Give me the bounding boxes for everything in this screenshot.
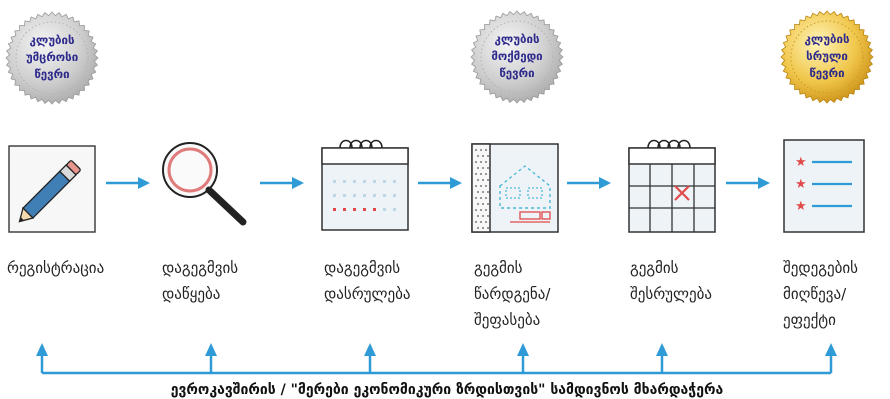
badge-text-line: სრული: [806, 49, 848, 63]
badge-full-member: კლუბის სრული წევრი: [780, 10, 874, 104]
calendar-icon: [321, 139, 409, 231]
badge-text-line: წევრი: [809, 66, 844, 80]
arrow-head: [450, 177, 462, 189]
seal-shape: [5, 11, 99, 105]
step-label-line: გეგმის: [630, 259, 679, 277]
badge-text-line: კლუბის: [29, 33, 74, 47]
support-line: [36, 343, 837, 375]
svg-text:★: ★: [795, 199, 807, 214]
seal-shape: [780, 10, 874, 104]
step-label-line: შესრულება: [630, 285, 712, 303]
arrow-head: [599, 177, 611, 189]
badge-text-line: წევრი: [499, 66, 534, 80]
badge-text-line: უმცროსი: [26, 50, 78, 64]
flow-arrows: [106, 177, 770, 189]
footer-caption: ევროკავშირის / "მერები ეკონომიკური ზრდის…: [171, 382, 724, 398]
badge-text-line: წევრი: [34, 67, 69, 81]
step-label-line: წარდგენა/: [474, 285, 551, 303]
svg-text:★: ★: [795, 155, 807, 170]
badge-text-line: კლუბის: [494, 32, 539, 46]
step-label-line: გეგმის: [474, 259, 523, 277]
step-label-line: მიღწევა/: [783, 285, 847, 303]
step-labels: რეგისტრაცია დაგეგმვის დაწყება დაგეგმვის დასრ…: [7, 259, 858, 329]
step-label-line: შედეგების: [783, 259, 858, 277]
badge-text-line: კლუბის: [804, 32, 849, 46]
seal-shape: [470, 10, 564, 104]
arrow-head: [292, 177, 304, 189]
badge-junior-member: კლუბის უმცროსი წევრი: [5, 11, 99, 105]
pencil-icon: [8, 145, 96, 233]
badge-text-line: მოქმედი: [491, 49, 542, 63]
step-label-line: დასრულება: [324, 285, 410, 303]
step-label-line: ეფექტი: [783, 311, 836, 329]
calendar-grid-icon: [628, 139, 716, 233]
step-label-line: დაწყება: [162, 285, 220, 303]
step-label-line: დაგეგმვის: [324, 259, 400, 277]
arrow-head: [758, 177, 770, 189]
svg-text:★: ★: [795, 177, 807, 192]
blueprint-icon: [471, 143, 559, 233]
step-label-line: რეგისტრაცია: [7, 259, 104, 277]
magnifier-icon: [162, 142, 247, 226]
checklist-icon: ★ ★ ★: [783, 139, 865, 233]
step-label-line: შეფასება: [474, 311, 540, 329]
step-label-line: დაგეგმვის: [162, 259, 238, 277]
arrow-head: [138, 177, 150, 189]
badge-active-member: კლუბის მოქმედი წევრი: [470, 10, 564, 104]
